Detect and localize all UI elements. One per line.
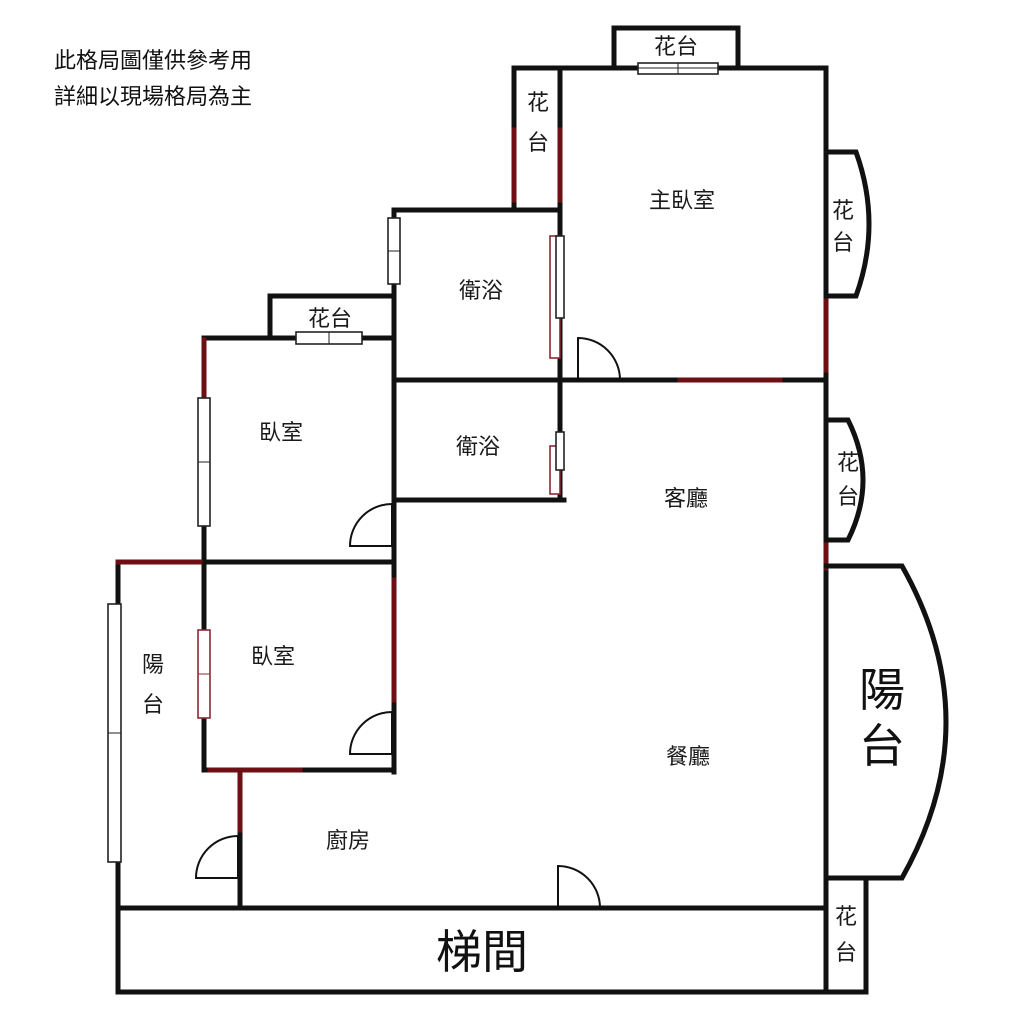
- planter-bottom-right-label-2: 台: [835, 941, 857, 966]
- door-kitchen-balcony: [194, 834, 239, 879]
- planter-bottom-right-label-1: 花: [835, 905, 857, 930]
- windows: [107, 62, 719, 863]
- planter-right-middle-label-2: 台: [837, 485, 859, 510]
- planter-right-middle-label-1: 花: [837, 451, 859, 476]
- planter-left-master-label-2: 台: [527, 131, 549, 156]
- planter-right-middle-outline: [823, 417, 866, 543]
- balcony-left-label-1: 陽: [142, 653, 164, 678]
- balcony-right-label-2: 台: [859, 719, 905, 773]
- planter-top-outline: [611, 25, 741, 71]
- room-label-dining-room: 餐廳: [666, 745, 710, 770]
- door-entrance: [557, 864, 601, 909]
- balcony-left-label-2: 台: [142, 693, 164, 718]
- bay-structures: [823, 149, 949, 881]
- wall-accents: [115, 127, 829, 833]
- planter-right-upper-label-1: 花: [832, 199, 854, 224]
- room-label-stairwell: 梯間: [436, 925, 528, 979]
- walls: [115, 25, 869, 995]
- door-sliding-master-bath-inner: [555, 235, 565, 319]
- planter-right-upper-outline: [823, 149, 872, 299]
- doors: [194, 336, 621, 909]
- room-label-master-bedroom: 主臥室: [649, 189, 715, 214]
- door-master-bedroom: [577, 336, 621, 381]
- bedroom-lower-wall: [201, 559, 397, 773]
- planter-left-master-label-1: 花: [527, 91, 549, 116]
- labels: 此格局圖僅供參考用 詳細以現場格局為主 花台 花 台 主臥室 花 台 衛浴 花台…: [54, 35, 905, 979]
- door-bedroom-lower: [348, 710, 393, 755]
- room-label-living-room: 客廳: [664, 487, 708, 512]
- door-sliding-lower-bath-inner: [555, 431, 565, 471]
- note-line-2: 詳細以現場格局為主: [54, 85, 252, 110]
- door-bedroom-upper: [348, 502, 393, 547]
- balcony-left-wall: [115, 559, 207, 911]
- planter-bedroom-label: 花台: [308, 307, 352, 332]
- planter-right-upper-label-2: 台: [832, 231, 854, 256]
- room-label-kitchen: 廚房: [326, 829, 370, 854]
- planter-bedroom-outline: [267, 293, 397, 341]
- balcony-right-outline: [823, 563, 949, 881]
- note-line-1: 此格局圖僅供參考用: [54, 49, 252, 74]
- room-label-bath-upper: 衛浴: [459, 279, 503, 304]
- bedroom-upper-wall: [201, 335, 397, 565]
- room-label-bedroom-upper: 臥室: [259, 421, 303, 446]
- balcony-right-label-1: 陽: [859, 663, 905, 717]
- room-label-bath-lower: 衛浴: [456, 435, 500, 460]
- planter-bottom-right-outline: [823, 875, 869, 995]
- planter-top-label: 花台: [654, 35, 698, 60]
- room-label-bedroom-lower: 臥室: [251, 645, 295, 670]
